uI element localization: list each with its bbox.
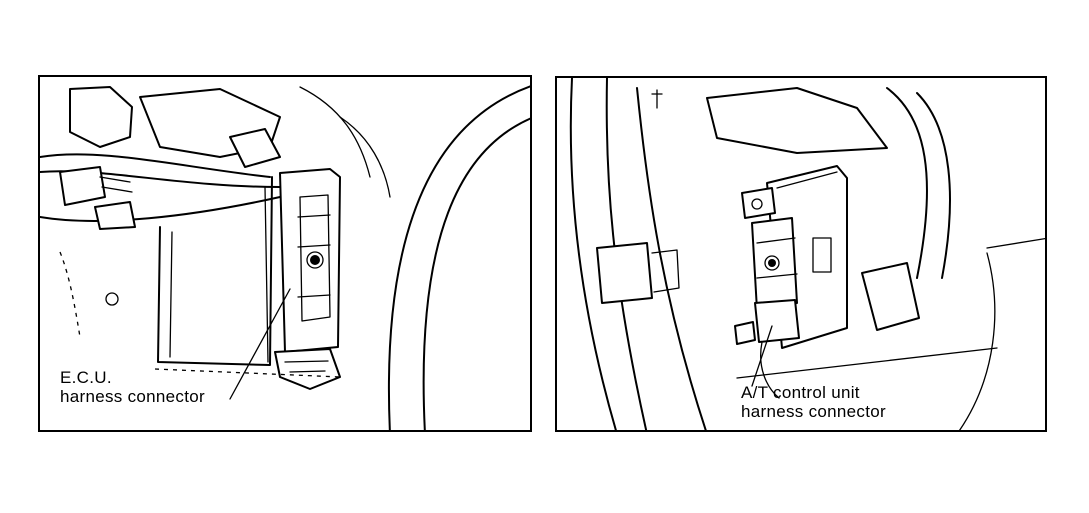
floor-line: [736, 347, 998, 379]
at-control-unit-illustration: [569, 78, 1045, 430]
ecu-callout-line2: harness connector: [60, 387, 205, 406]
at-callout-leader: [751, 325, 773, 387]
pillar-clip: [651, 89, 663, 109]
ecu-location-illustration: [40, 85, 530, 430]
console-side: [958, 252, 996, 430]
at-unit-label-plate: [812, 237, 832, 273]
harness-wire-3: [40, 196, 281, 222]
at-unit-top-edge: [776, 171, 838, 189]
at-harness-wire: [760, 341, 780, 399]
upper-connector: [229, 128, 281, 168]
ecu-box-face: [299, 194, 331, 322]
floor-hidden-line: [154, 368, 341, 378]
dash-edge-line: [299, 86, 371, 178]
dash-bracket: [69, 86, 133, 148]
ecu-harness-connector: [274, 348, 341, 390]
side-pad: [861, 262, 920, 331]
door-frame-outer: [569, 78, 617, 430]
at-unit-mount-bolt: [751, 198, 763, 210]
ecu-box-ribs: [297, 214, 331, 298]
ecu-callout-line1: E.C.U.: [60, 368, 112, 387]
door-frame-inner: [605, 78, 648, 430]
ecu-panel-edge: [169, 231, 173, 358]
connector-pins: [284, 360, 329, 373]
at-connector-screw: [768, 259, 776, 267]
at-callout-label: A/T control unit harness connector: [741, 383, 886, 421]
at-unit-mount-tab: [741, 187, 776, 219]
at-harness-clip: [734, 321, 756, 345]
kick-panel-inner-arc: [422, 117, 530, 430]
ecu-panel-inner-edge: [264, 186, 269, 363]
pillar-bracket-tab: [651, 249, 680, 293]
body-hidden-line: [59, 251, 81, 338]
console-edge: [986, 237, 1045, 249]
upper-trim-line: [339, 116, 391, 198]
pillar-bracket: [596, 242, 653, 304]
ecu-callout-leader: [229, 288, 291, 400]
upper-bracket-line-2: [916, 92, 951, 279]
upper-dash-structure: [706, 87, 888, 154]
ecu-callout-label: E.C.U. harness connector: [60, 368, 205, 406]
ecu-mounting-panel: [157, 176, 273, 366]
harness-connector-block: [59, 166, 106, 206]
ecu-screw: [310, 255, 320, 265]
pillar-edge: [636, 87, 707, 430]
at-harness-connector: [754, 299, 800, 343]
at-callout-line2: harness connector: [741, 402, 886, 421]
at-connector-screw-ring: [764, 255, 780, 271]
harness-plug: [94, 201, 136, 230]
harness-ties: [99, 176, 133, 193]
kick-panel-outer-arc: [388, 85, 530, 430]
upper-bracket-line: [886, 87, 928, 279]
body-grommet: [105, 292, 119, 306]
ecu-screw-ring: [306, 251, 324, 269]
at-connector-ribs: [756, 237, 798, 279]
at-callout-line1: A/T control unit: [741, 383, 860, 402]
harness-wire-1: [40, 153, 271, 178]
at-control-unit-location-panel: A/T control unit harness connector: [555, 76, 1047, 432]
ecu-location-panel: E.C.U. harness connector: [38, 75, 532, 432]
